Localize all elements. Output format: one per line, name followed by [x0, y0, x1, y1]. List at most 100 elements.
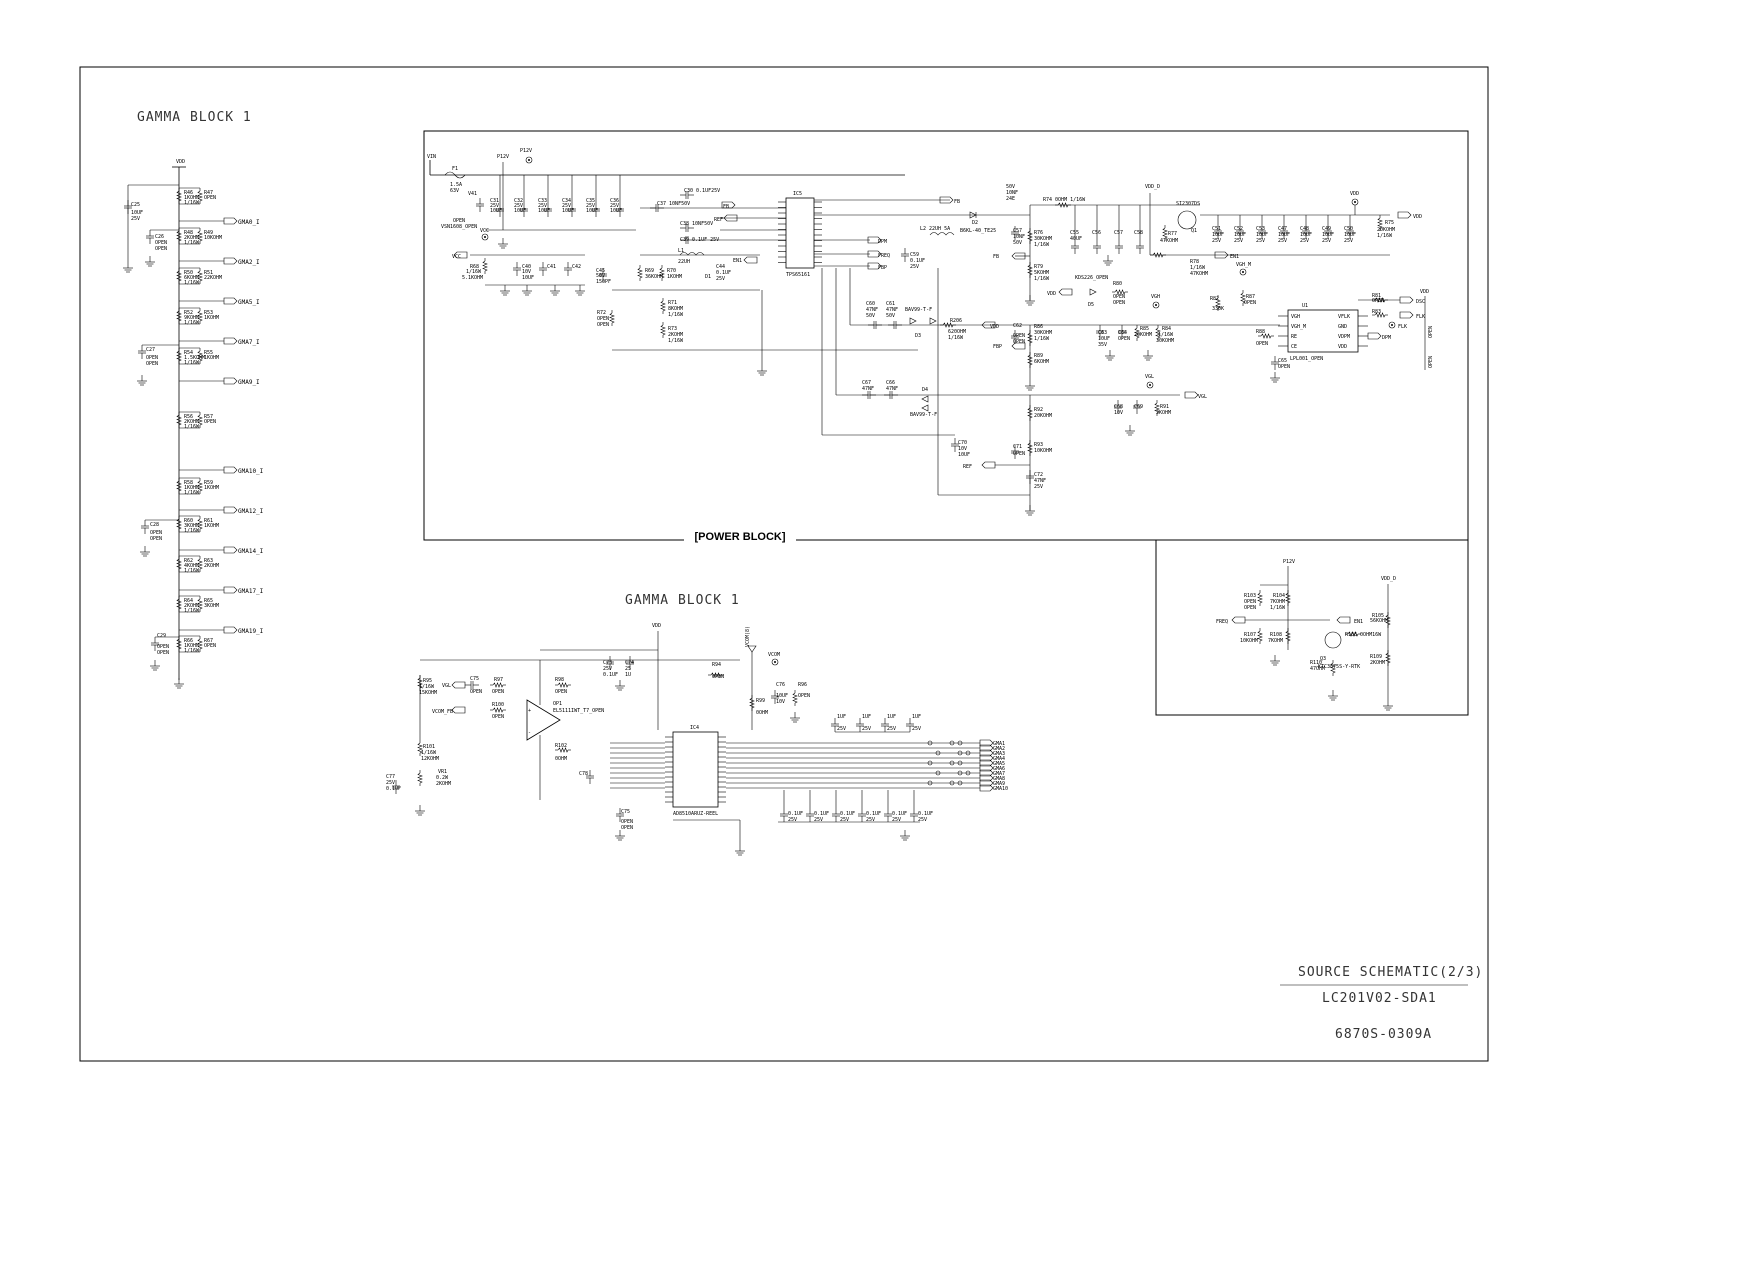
svg-text:C31: C31: [490, 198, 499, 204]
gamma-output-label: GMA0_I: [238, 219, 260, 226]
gamma-output-flags: GMA0_IGMA2_IGMA5_IGMA7_IGMA9_IGMA10_IGMA…: [179, 217, 264, 635]
gamma-output-label: GMA2_I: [238, 259, 260, 266]
svg-text:25V: 25V: [1322, 238, 1331, 244]
svg-text:10UF: 10UF: [131, 210, 143, 216]
svg-text:50V: 50V: [1006, 184, 1015, 190]
svg-text:+: +: [528, 708, 531, 714]
svg-text:C50: C50: [1344, 226, 1353, 232]
svg-text:D3: D3: [915, 333, 921, 339]
svg-text:2KOHM: 2KOHM: [184, 419, 199, 425]
svg-text:DPM: DPM: [878, 239, 887, 245]
svg-text:VDD: VDD: [1350, 191, 1359, 197]
svg-text:150PF: 150PF: [596, 279, 611, 285]
svg-text:TPS65161: TPS65161: [786, 272, 810, 278]
svg-text:V41: V41: [468, 191, 477, 197]
svg-text:25V: 25V: [814, 817, 823, 823]
svg-text:1KOHM: 1KOHM: [204, 523, 219, 529]
svg-text:D2: D2: [972, 220, 978, 226]
svg-text:R57: R57: [204, 414, 213, 420]
svg-text:C55: C55: [1070, 230, 1079, 236]
svg-text:R85: R85: [1140, 326, 1149, 332]
svg-text:OPEN: OPEN: [1372, 298, 1384, 304]
svg-text:VDD: VDD: [652, 623, 661, 629]
svg-text:Q3: Q3: [1320, 656, 1326, 662]
svg-text:OPEN: OPEN: [1013, 451, 1025, 457]
svg-text:OPEN: OPEN: [157, 650, 169, 656]
power-block-extension: [1155, 540, 1469, 716]
svg-text:1/16W: 1/16W: [1270, 605, 1286, 611]
svg-text:10UF: 10UF: [1098, 336, 1110, 342]
svg-text:47NF: 47NF: [886, 307, 898, 313]
svg-text:1/16W: 1/16W: [419, 684, 435, 690]
svg-text:47KOHM: 47KOHM: [1160, 238, 1178, 244]
svg-text:63V: 63V: [450, 188, 459, 194]
svg-text:OPEN: OPEN: [146, 361, 158, 367]
svg-text:C38 10NF50V: C38 10NF50V: [680, 221, 713, 227]
svg-text:25V: 25V: [887, 726, 896, 732]
svg-text:25V: 25V: [610, 203, 619, 209]
svg-text:R65: R65: [204, 598, 213, 604]
svg-text:R73: R73: [668, 326, 677, 332]
svg-text:R108: R108: [1270, 632, 1282, 638]
svg-text:15KOHM: 15KOHM: [419, 690, 437, 696]
gamma-resistor-ref: R58: [184, 480, 193, 486]
svg-text:1KOHM: 1KOHM: [184, 485, 199, 491]
svg-text:R100: R100: [492, 702, 504, 708]
svg-text:C30 0.1UF25V: C30 0.1UF25V: [684, 188, 720, 194]
gamma-resistor-ref: R50: [184, 270, 193, 276]
svg-text:30KOHM: 30KOHM: [1156, 338, 1174, 344]
ic4-bottom-caps: 0.1UF25V0.1UF25V0.1UF25V0.1UF25V0.1UF25V…: [778, 790, 933, 841]
svg-text:C53: C53: [1256, 226, 1265, 232]
svg-text:VCC: VCC: [480, 228, 489, 234]
gma-bus-label: GMA1: [993, 741, 1005, 747]
svg-text:2KOHM: 2KOHM: [184, 235, 199, 241]
svg-text:1/16W: 1/16W: [184, 424, 200, 430]
svg-text:EN1: EN1: [1230, 254, 1239, 260]
ic5-tps65161: IC5 TPS65161 FB REF EN1: [640, 191, 822, 278]
svg-text:10KOHM: 10KOHM: [1034, 448, 1052, 454]
gamma-resistor-ref: R56: [184, 414, 193, 420]
svg-text:VGL: VGL: [1198, 394, 1207, 400]
svg-text:1/16W: 1/16W: [184, 490, 200, 496]
svg-text:1.5KOHM: 1.5KOHM: [184, 355, 205, 361]
svg-text:25V: 25V: [788, 817, 797, 823]
svg-text:OPEN: OPEN: [1118, 336, 1130, 342]
svg-text:C75: C75: [470, 676, 479, 682]
svg-text:R83: R83: [1372, 309, 1381, 315]
f1-ref: F1: [452, 166, 458, 172]
svg-text:1/16W: 1/16W: [184, 320, 200, 326]
svg-text:1UF: 1UF: [887, 714, 896, 720]
svg-text:VGH_M: VGH_M: [1291, 324, 1306, 330]
svg-text:OPEN: OPEN: [1428, 326, 1434, 338]
svg-text:C65: C65: [1278, 358, 1287, 364]
svg-text:1KOHM: 1KOHM: [204, 485, 219, 491]
svg-text:2KOHM: 2KOHM: [668, 332, 683, 338]
svg-text:R88: R88: [1256, 329, 1265, 335]
svg-text:R81: R81: [1372, 293, 1381, 299]
svg-text:R99: R99: [756, 698, 765, 704]
svg-text:25V: 25V: [840, 817, 849, 823]
svg-text:R102: R102: [555, 743, 567, 749]
svg-text:47NF: 47NF: [1034, 478, 1046, 484]
svg-text:25V: 25V: [892, 817, 901, 823]
svg-text:EN1: EN1: [733, 258, 742, 264]
svg-text:C57: C57: [1013, 228, 1022, 234]
svg-text:25V: 25V: [1212, 238, 1221, 244]
svg-text:OPEN: OPEN: [150, 530, 162, 536]
svg-text:AD8510ARUZ-REEL: AD8510ARUZ-REEL: [673, 811, 718, 817]
svg-text:C45: C45: [596, 268, 605, 274]
svg-text:10UF: 10UF: [1322, 232, 1334, 238]
svg-text:47KOHM: 47KOHM: [1190, 271, 1208, 277]
svg-text:35V: 35V: [1098, 342, 1107, 348]
gamma-output-label: GMA12_I: [238, 508, 264, 515]
svg-text:5.1KOHM: 5.1KOHM: [462, 275, 483, 281]
svg-text:C36: C36: [610, 198, 619, 204]
svg-text:FREQ: FREQ: [1216, 619, 1228, 625]
svg-text:R59: R59: [204, 480, 213, 486]
svg-text:25V: 25V: [131, 216, 140, 222]
svg-text:R49: R49: [204, 230, 213, 236]
svg-text:OPEN: OPEN: [146, 355, 158, 361]
svg-text:1/16W: 1/16W: [184, 608, 200, 614]
gamma-output-label: GMA17_I: [238, 588, 264, 595]
svg-text:OPEN: OPEN: [204, 419, 216, 425]
